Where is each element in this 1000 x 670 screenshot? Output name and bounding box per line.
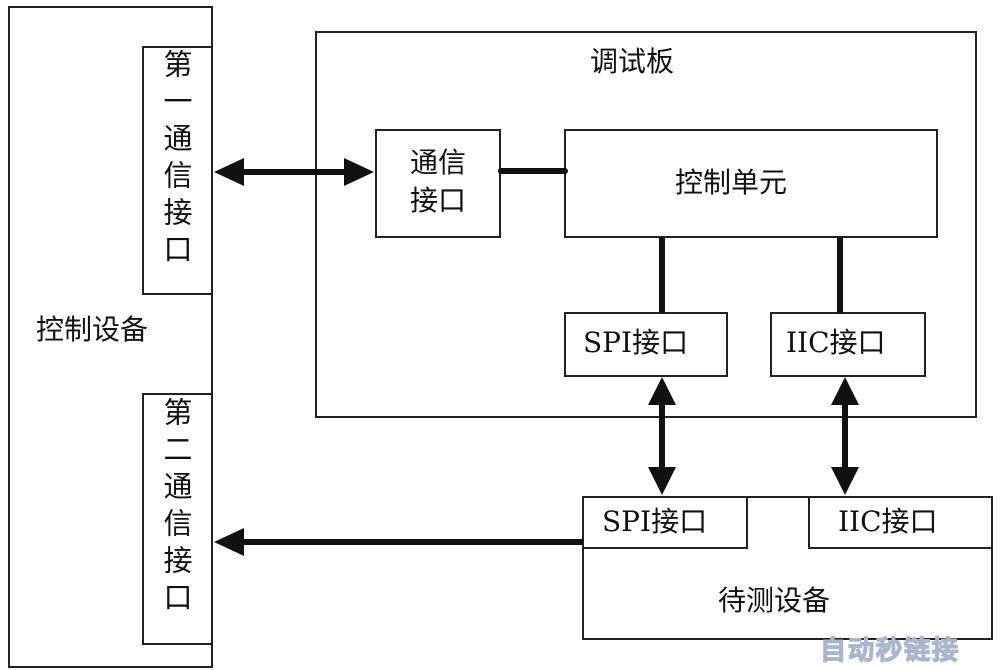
connector-spi-spi [659, 400, 665, 472]
comm-interface-label: 通信接口 [409, 146, 466, 217]
board-iic-box [770, 312, 926, 377]
control-unit-label: 控制单元 [675, 166, 788, 199]
debug-board-label: 调试板 [590, 45, 675, 78]
arrowhead-right-comm [344, 158, 374, 186]
connector-comm-control [501, 168, 565, 174]
control-unit-box [564, 129, 938, 238]
second-comm-port-box [142, 393, 213, 645]
connector-port1-comm [240, 169, 350, 175]
connector-control-spi [659, 237, 665, 313]
arrowhead-up-iic [831, 377, 859, 405]
second-comm-port-label: 第二通信接口 [159, 397, 193, 619]
board-iic-label: IIC接口 [786, 326, 886, 359]
watermark-logo: 自动秒链接 [819, 635, 961, 666]
connector-iic-iic [842, 400, 848, 472]
board-spi-label: SPI接口 [583, 326, 689, 359]
dut-iic-label: IIC接口 [838, 505, 938, 538]
arrowhead-down-iic [831, 467, 859, 495]
dut-label: 待测设备 [718, 584, 831, 617]
dut-iic-box [808, 496, 993, 549]
arrowhead-up-spi [648, 377, 676, 405]
arrowhead-down-spi [648, 467, 676, 495]
arrowhead-left-port2 [214, 528, 244, 556]
dut-spi-box [582, 496, 748, 549]
arrowhead-left-port1 [214, 158, 244, 186]
dut-spi-label: SPI接口 [602, 505, 708, 538]
board-spi-box [564, 312, 728, 377]
comm-interface-box [375, 129, 501, 238]
control-device-label: 控制设备 [36, 313, 149, 346]
connector-dut-port2 [240, 539, 583, 545]
first-comm-port-label: 第一通信接口 [159, 49, 193, 271]
connector-control-iic [837, 237, 843, 313]
first-comm-port-box [142, 46, 213, 295]
